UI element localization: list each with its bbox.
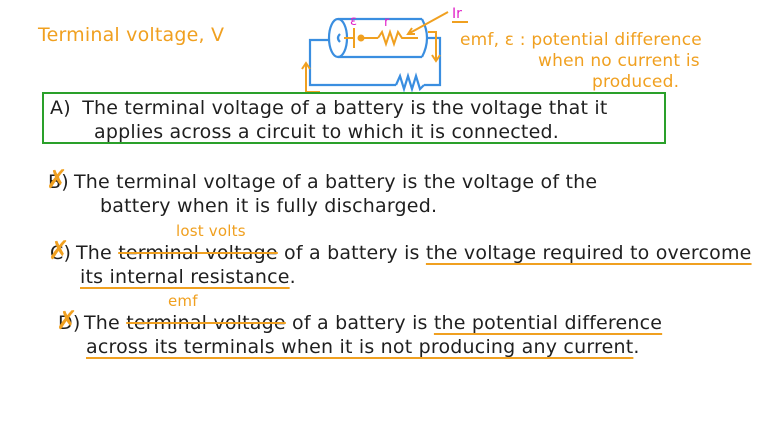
cross-out-icon: ✗ (46, 165, 68, 195)
lost-volts-label: Ir (452, 6, 462, 22)
option-text: The terminal voltage of a battery is the… (82, 97, 608, 119)
option-b[interactable]: B)✗The terminal voltage of a battery is … (46, 165, 598, 218)
underlined-text: across its terminals when it is not prod… (86, 336, 634, 358)
battery-cylinder (327, 17, 429, 59)
option-text: . (289, 266, 296, 288)
struck-text: terminal voltage (126, 312, 286, 334)
option-text: battery when it is fully discharged. (100, 195, 438, 217)
emf-definition-line: when no current is (538, 51, 700, 71)
option-letter: D)✗ (56, 306, 81, 336)
option-text: applies across a circuit to which it is … (94, 121, 559, 143)
underlined-text: its internal resistance (80, 266, 290, 288)
option-text: The terminal voltage of a battery is the… (74, 171, 598, 193)
underlined-text: the voltage required to overcome (425, 242, 752, 264)
external-resistor (394, 72, 425, 93)
circuit-diagram: ε r Ir I (301, 6, 468, 93)
option-letter: A) (50, 97, 71, 119)
option-a-correct[interactable]: A) The terminal voltage of a battery is … (42, 92, 666, 144)
option-text: The (76, 242, 112, 264)
option-text: of a battery is (292, 312, 428, 334)
underlined-text: the potential difference (433, 312, 663, 334)
external-wire (308, 36, 442, 93)
option-c[interactable]: C)✗The terminal voltage of a battery is … (48, 236, 752, 289)
emf-definition: emf, ε : potential difference when no cu… (460, 30, 702, 93)
internal-resistance-label: r (384, 15, 390, 30)
internal-resistor-icon (377, 28, 418, 48)
emf-definition-line: produced. (592, 72, 680, 92)
option-letter: C)✗ (48, 236, 72, 266)
annotation-emf: emf (168, 292, 198, 310)
option-text: . (633, 336, 640, 358)
ir-pointer-arrow (407, 11, 449, 35)
annotation-lost-volts: lost volts (176, 222, 246, 240)
page-title: Terminal voltage, V (38, 24, 225, 46)
emf-definition-line: emf, ε : potential difference (460, 30, 702, 50)
cross-out-icon: ✗ (56, 306, 78, 336)
terminal-arrow (428, 31, 437, 60)
option-text: The (84, 312, 120, 334)
cross-out-icon: ✗ (48, 236, 70, 266)
emf-symbol-label: ε (350, 14, 357, 29)
cell-plate-short (357, 34, 365, 42)
option-letter: B)✗ (46, 165, 69, 195)
option-d[interactable]: D)✗The terminal voltage of a battery is … (56, 306, 663, 359)
struck-text: terminal voltage (118, 242, 278, 264)
option-text: of a battery is (284, 242, 420, 264)
